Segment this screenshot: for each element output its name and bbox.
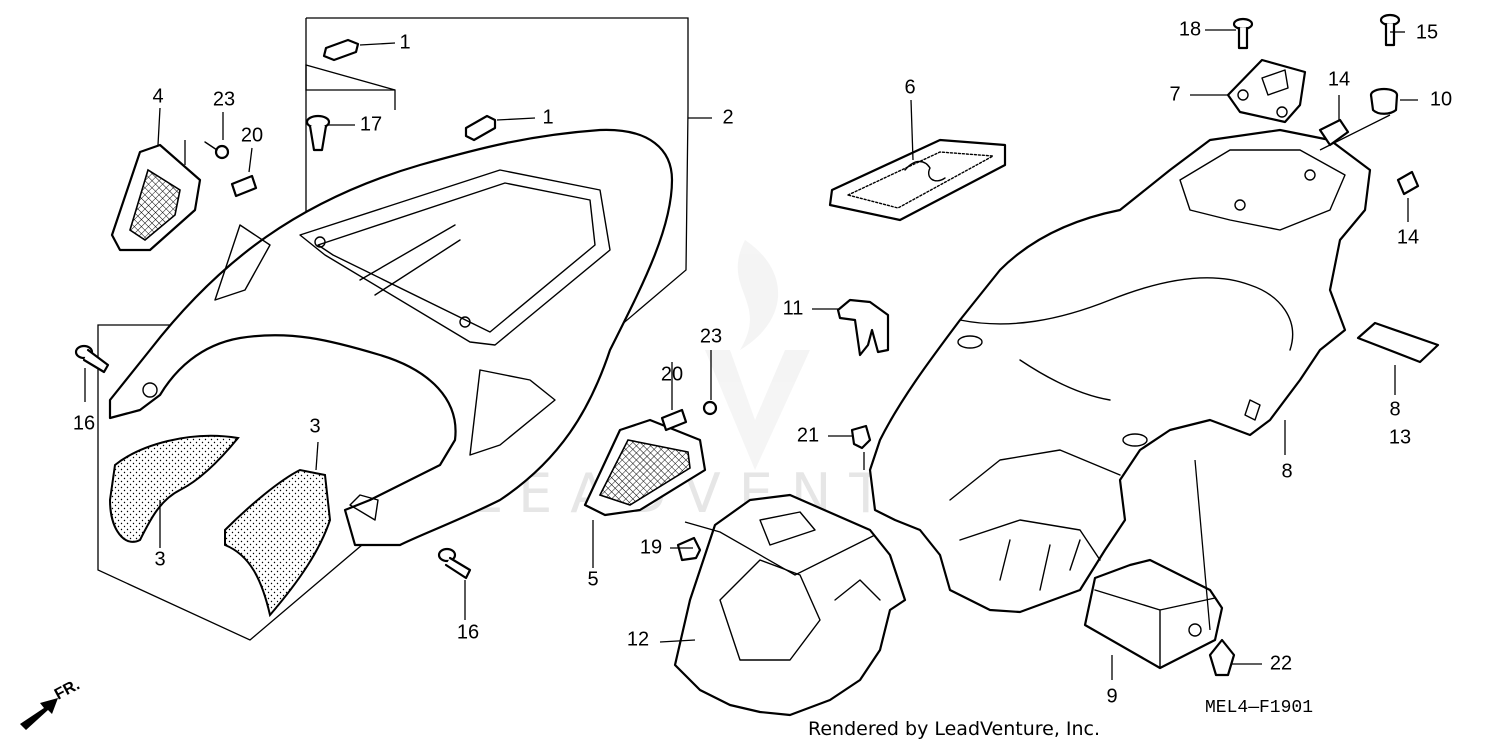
rubber-cushion-lower bbox=[464, 114, 497, 142]
bolt-16-left bbox=[74, 344, 110, 374]
rear-seat-cowl bbox=[108, 128, 674, 547]
callout-19: 19 bbox=[640, 536, 662, 558]
callout-20: 20 bbox=[241, 124, 263, 146]
cowl-assembly-bracket bbox=[305, 18, 395, 91]
callout-7: 7 bbox=[1169, 83, 1180, 105]
clip-bracket bbox=[836, 298, 890, 357]
leader-lines bbox=[84, 29, 1418, 680]
cushion-14-lower bbox=[1396, 170, 1420, 196]
callout-23: 23 bbox=[213, 88, 235, 110]
screw-20-left bbox=[230, 174, 258, 198]
callout-9: 9 bbox=[1106, 685, 1117, 707]
clip-22 bbox=[1208, 638, 1236, 677]
callout-20: 20 bbox=[661, 363, 683, 385]
clip-21 bbox=[850, 424, 872, 450]
callout-21: 21 bbox=[797, 424, 819, 446]
figure-code: MEL4—F1901 bbox=[1205, 698, 1313, 718]
side-cover-left bbox=[108, 434, 240, 543]
callout-14: 14 bbox=[1397, 226, 1419, 248]
screw-18 bbox=[1232, 17, 1254, 50]
cushion-14-upper bbox=[1318, 118, 1350, 147]
screw-23-left bbox=[204, 141, 230, 160]
callout-23: 23 bbox=[700, 325, 722, 347]
rubber-strip bbox=[1356, 321, 1440, 364]
tool-pouch bbox=[828, 138, 1007, 222]
callout-14: 14 bbox=[1328, 68, 1350, 90]
inner-fender bbox=[673, 493, 907, 717]
grille-left bbox=[110, 143, 202, 252]
callout-3: 3 bbox=[154, 548, 165, 570]
bolt-16-right bbox=[437, 547, 472, 580]
battery-case bbox=[1083, 558, 1224, 670]
callout-8: 8 bbox=[1389, 398, 1400, 420]
watermark-logo bbox=[705, 240, 810, 470]
inner-fender-outline bbox=[684, 521, 876, 576]
bolt-17 bbox=[305, 114, 331, 152]
fender-bracket bbox=[1226, 58, 1307, 124]
callout-15: 15 bbox=[1416, 21, 1438, 43]
callout-22: 22 bbox=[1270, 652, 1292, 674]
screw-23-right bbox=[702, 400, 718, 416]
callout-12: 12 bbox=[627, 628, 649, 650]
front-direction-arrow: FR. bbox=[20, 676, 83, 730]
callout-16: 16 bbox=[457, 621, 479, 643]
side-cover-right bbox=[224, 468, 332, 618]
callout-17: 17 bbox=[360, 113, 382, 135]
render-credit: Rendered by LeadVenture, Inc. bbox=[808, 718, 1101, 740]
callout-13: 13 bbox=[1389, 426, 1411, 448]
callout-18: 18 bbox=[1179, 18, 1201, 40]
callout-4: 4 bbox=[152, 85, 163, 107]
callout-1: 1 bbox=[542, 106, 553, 128]
rear-fender bbox=[868, 128, 1372, 614]
callout-2: 2 bbox=[722, 106, 733, 128]
callout-16: 16 bbox=[73, 412, 95, 434]
grommet-10 bbox=[1369, 87, 1399, 115]
callout-6: 6 bbox=[904, 76, 915, 98]
callout-1: 1 bbox=[399, 31, 410, 53]
callout-8: 8 bbox=[1281, 460, 1292, 482]
rubber-cushion-upper bbox=[322, 38, 360, 62]
grille-right bbox=[583, 418, 707, 517]
callout-5: 5 bbox=[587, 568, 598, 590]
callout-3: 3 bbox=[309, 415, 320, 437]
clip-19 bbox=[676, 536, 702, 562]
callout-11: 11 bbox=[783, 297, 804, 319]
screw-20-right bbox=[660, 408, 688, 432]
cowl-assembly-outline bbox=[97, 17, 689, 641]
screw-15 bbox=[1379, 13, 1401, 47]
callout-10: 10 bbox=[1430, 88, 1452, 110]
